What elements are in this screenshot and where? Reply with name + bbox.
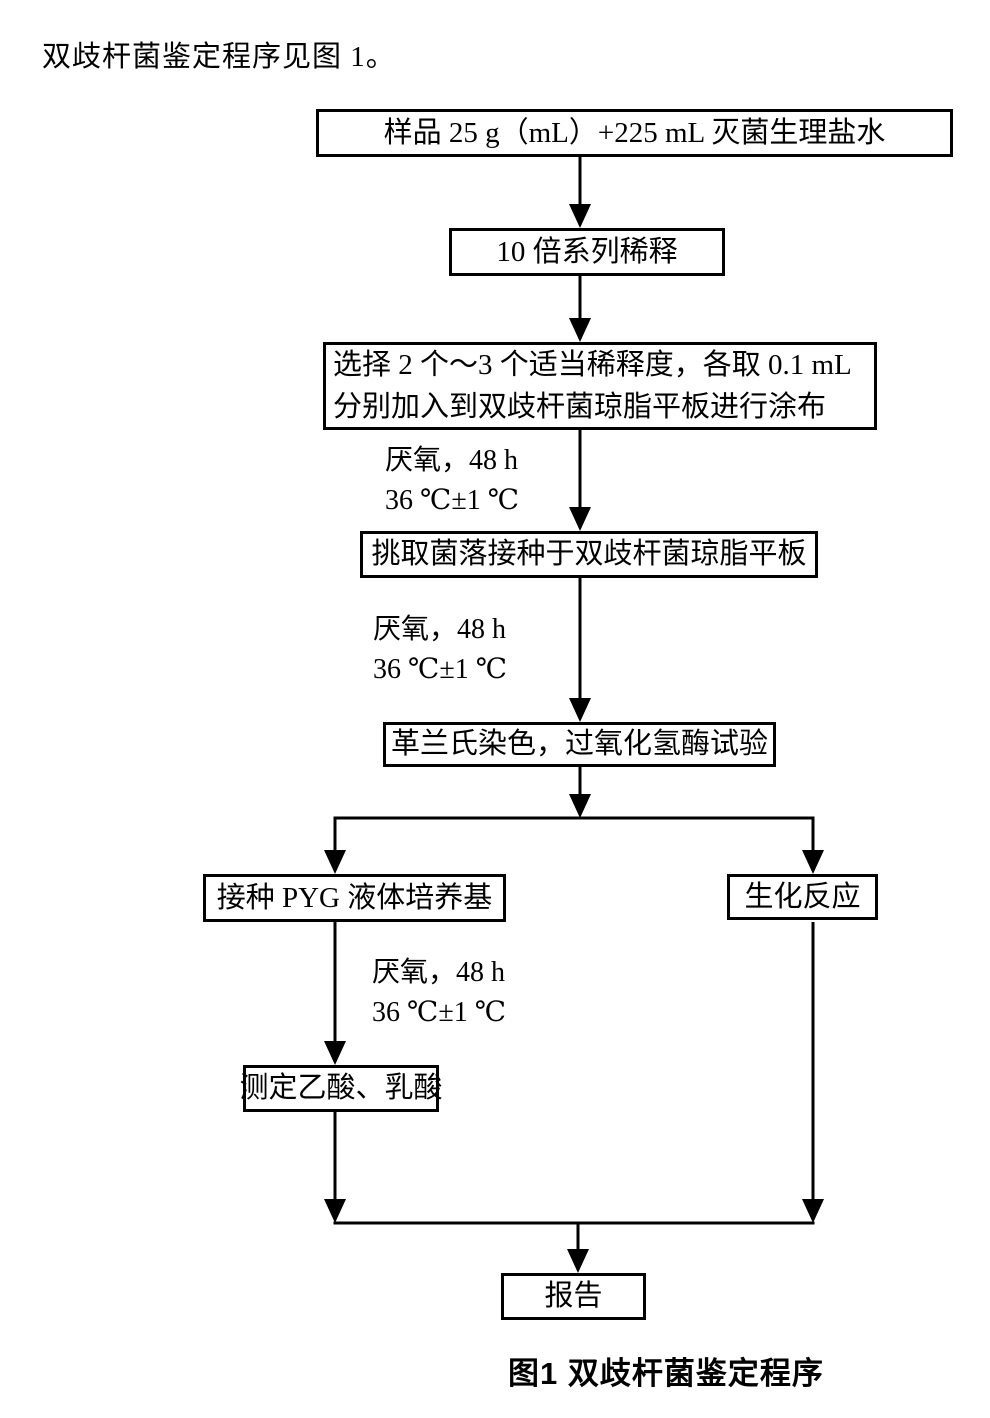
incubation-note-1-line1: 厌氧，48 h (385, 445, 519, 476)
incubation-note-1-line2: 36 ℃±1 ℃ (385, 485, 520, 516)
incubation-note-1: 厌氧，48 h 36 ℃±1 ℃ (385, 441, 519, 521)
incubation-note-2-line1: 厌氧，48 h (373, 614, 507, 645)
flow-box-dilution: 10 倍系列稀释 (449, 228, 725, 276)
flow-box-sample: 样品 25 g（mL）+225 mL 灭菌生理盐水 (316, 109, 953, 157)
incubation-note-3-line1: 厌氧，48 h (372, 957, 506, 988)
incubation-note-3: 厌氧，48 h 36 ℃±1 ℃ (372, 953, 506, 1033)
flow-box-acid: 测定乙酸、乳酸 (240, 1065, 443, 1112)
flow-box-select-line2: 分别加入到双歧杆菌琼脂平板进行涂布 (333, 391, 827, 423)
flow-box-biochem: 生化反应 (727, 874, 878, 920)
incubation-note-2: 厌氧，48 h 36 ℃±1 ℃ (373, 610, 507, 690)
incubation-note-3-line2: 36 ℃±1 ℃ (372, 997, 507, 1028)
flow-box-pyg: 接种 PYG 液体培养基 (203, 874, 506, 922)
flow-box-select-line1: 选择 2 个～3 个适当稀释度，各取 0.1 mL (333, 349, 852, 381)
flow-box-pick: 挑取菌落接种于双歧杆菌琼脂平板 (360, 531, 818, 578)
figure-caption: 图1 双歧杆菌鉴定程序 (508, 1356, 824, 1391)
incubation-note-2-line2: 36 ℃±1 ℃ (373, 654, 508, 685)
flow-box-gram: 革兰氏染色，过氧化氢酶试验 (383, 722, 776, 767)
intro-text: 双歧杆菌鉴定程序见图 1。 (42, 41, 396, 73)
flow-box-select: 选择 2 个～3 个适当稀释度，各取 0.1 mL 分别加入到双歧杆菌琼脂平板进… (323, 342, 877, 430)
flow-box-report: 报告 (501, 1273, 646, 1320)
